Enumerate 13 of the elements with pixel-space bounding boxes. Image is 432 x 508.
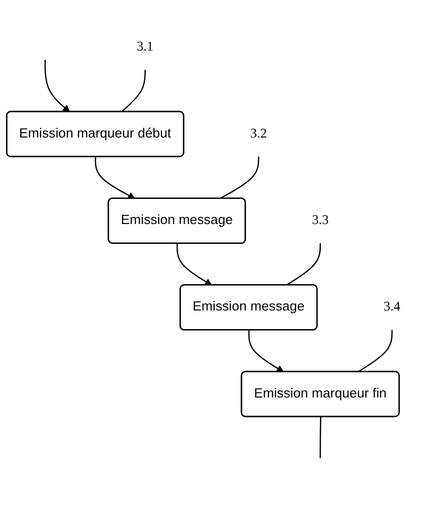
connector [219, 156, 260, 200]
node-text: 3.1 [136, 40, 154, 54]
node-text: 3.3 [312, 213, 329, 228]
connector [320, 416, 322, 458]
arrow [94, 156, 136, 199]
connector [286, 243, 321, 286]
connector [121, 70, 146, 112]
node-text: 3.2 [250, 126, 267, 141]
arrow [44, 60, 70, 112]
node-text: 3.4 [384, 300, 400, 314]
arrow [248, 330, 284, 372]
arrow [176, 244, 212, 286]
connector [358, 330, 393, 372]
